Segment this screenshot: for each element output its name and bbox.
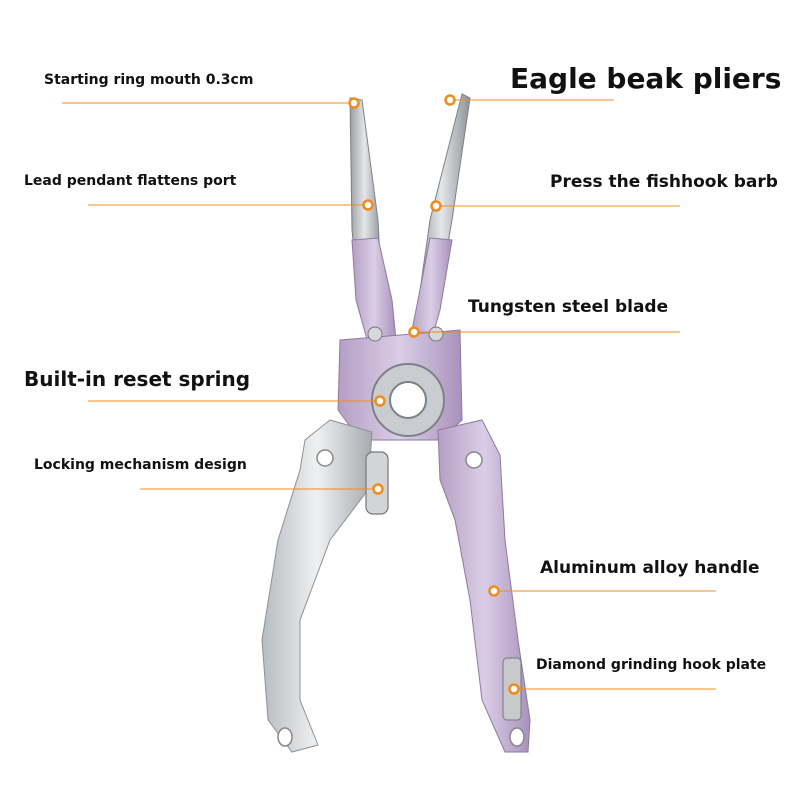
page-title: Eagle beak pliers [510, 62, 782, 95]
gear-hole [389, 381, 427, 419]
handle-hole-right [465, 451, 483, 469]
left-handle [261, 419, 373, 753]
callout-lines [62, 99, 716, 690]
callout-reset-spring: Built-in reset spring [24, 367, 251, 391]
handle-end-hole-left [277, 727, 293, 747]
callout-blade: Tungsten steel blade [468, 297, 669, 317]
handle-end-hole-right [509, 727, 525, 747]
handle-hole-left [316, 449, 334, 467]
callout-ring-mouth: Starting ring mouth 0.3cm [44, 72, 254, 88]
screw-left [367, 326, 383, 342]
callout-markers [348, 94, 520, 695]
callout-barb: Press the fishhook barb [550, 172, 778, 192]
locking-slider [365, 451, 389, 515]
callout-diamond: Diamond grinding hook plate [536, 657, 767, 673]
callout-locking: Locking mechanism design [34, 457, 247, 473]
screw-right [428, 326, 444, 342]
callout-lead-flatten: Lead pendant flattens port [24, 173, 237, 189]
callout-handle: Aluminum alloy handle [540, 558, 760, 578]
